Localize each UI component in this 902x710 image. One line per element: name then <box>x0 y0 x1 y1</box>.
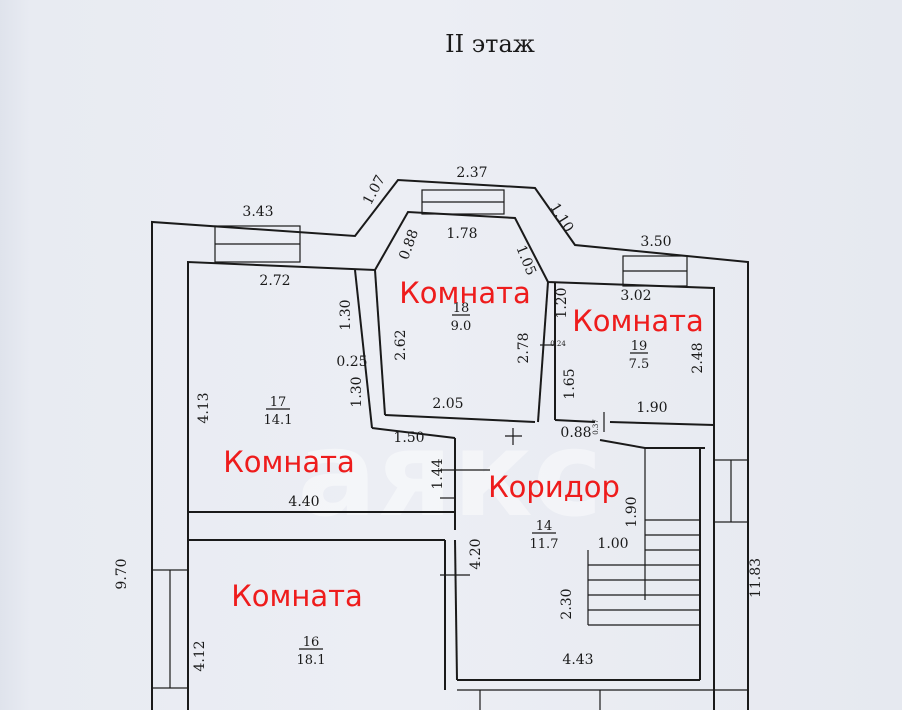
room-area: 14.1 <box>264 413 293 428</box>
room-label-14: Коридор <box>488 470 620 504</box>
room-labels: Комната Комната Комната Коридор Комната <box>223 276 704 613</box>
dim-label: 1.65 <box>562 368 578 399</box>
room-area: 9.0 <box>451 319 472 334</box>
room-area: 7.5 <box>629 357 650 372</box>
room-label-16: Комната <box>231 579 363 613</box>
dim-label: 0.24 <box>550 340 566 348</box>
room-label-19: Комната <box>572 304 704 338</box>
dim-label: 1.78 <box>446 226 477 242</box>
dim-label: 1.05 <box>512 243 539 278</box>
interior-walls <box>188 269 715 690</box>
room-area: 18.1 <box>297 653 326 668</box>
dim-label: 3.02 <box>620 288 651 304</box>
dim-label: 3.50 <box>640 234 671 250</box>
dim-label: 1.44 <box>430 458 446 489</box>
staircase <box>587 448 700 626</box>
room-number: 17 <box>270 395 287 410</box>
dim-label: 0.25 <box>336 354 367 370</box>
dim-label: 11.83 <box>748 558 764 598</box>
dim-label: 0.88 <box>396 227 422 262</box>
dim-label: 4.43 <box>562 652 593 668</box>
dim-label: 9.70 <box>114 558 130 589</box>
room-numbers: 18 9.0 19 7.5 17 14.1 14 11.7 16 18.1 <box>264 301 650 668</box>
dim-label: 2.05 <box>432 396 463 412</box>
room-label-18: Комната <box>399 276 531 310</box>
dim-label: 1.30 <box>338 299 354 330</box>
dim-label: 3.43 <box>242 204 273 220</box>
dim-label: 1.90 <box>636 400 667 416</box>
dim-label: 0.88 <box>560 425 591 441</box>
room-label-17: Комната <box>223 445 355 479</box>
door-marks <box>440 344 748 710</box>
dim-label: 1.00 <box>597 536 628 552</box>
dim-label: 1.50 <box>393 430 424 446</box>
dim-label: 1.90 <box>624 496 640 527</box>
windows <box>151 189 749 689</box>
exterior-walls <box>151 178 749 710</box>
dim-label: 2.78 <box>516 332 532 363</box>
watermark-text: аякс <box>297 405 602 543</box>
dim-label: 2.48 <box>690 342 706 373</box>
dim-label: 1.10 <box>546 200 576 235</box>
dim-label: 4.12 <box>192 640 208 671</box>
room-number: 16 <box>303 635 320 650</box>
dim-label: 4.13 <box>196 392 212 423</box>
dim-label: 4.40 <box>288 494 319 510</box>
dim-label: 1.20 <box>554 287 570 318</box>
dim-label: 1.07 <box>360 173 389 208</box>
dim-label: 1.30 <box>349 376 365 407</box>
dim-label: 0.37 <box>592 419 600 435</box>
room-area: 11.7 <box>530 537 559 552</box>
dim-label: 2.72 <box>259 273 290 289</box>
room-number: 14 <box>536 519 553 534</box>
floor-title: II этаж <box>445 30 535 58</box>
room-number: 19 <box>631 339 648 354</box>
dim-label: 4.20 <box>468 538 484 569</box>
dim-label: 2.37 <box>456 165 487 181</box>
dim-label: 2.30 <box>559 588 575 619</box>
room-number: 18 <box>453 301 470 316</box>
dim-label: 2.62 <box>393 329 409 360</box>
